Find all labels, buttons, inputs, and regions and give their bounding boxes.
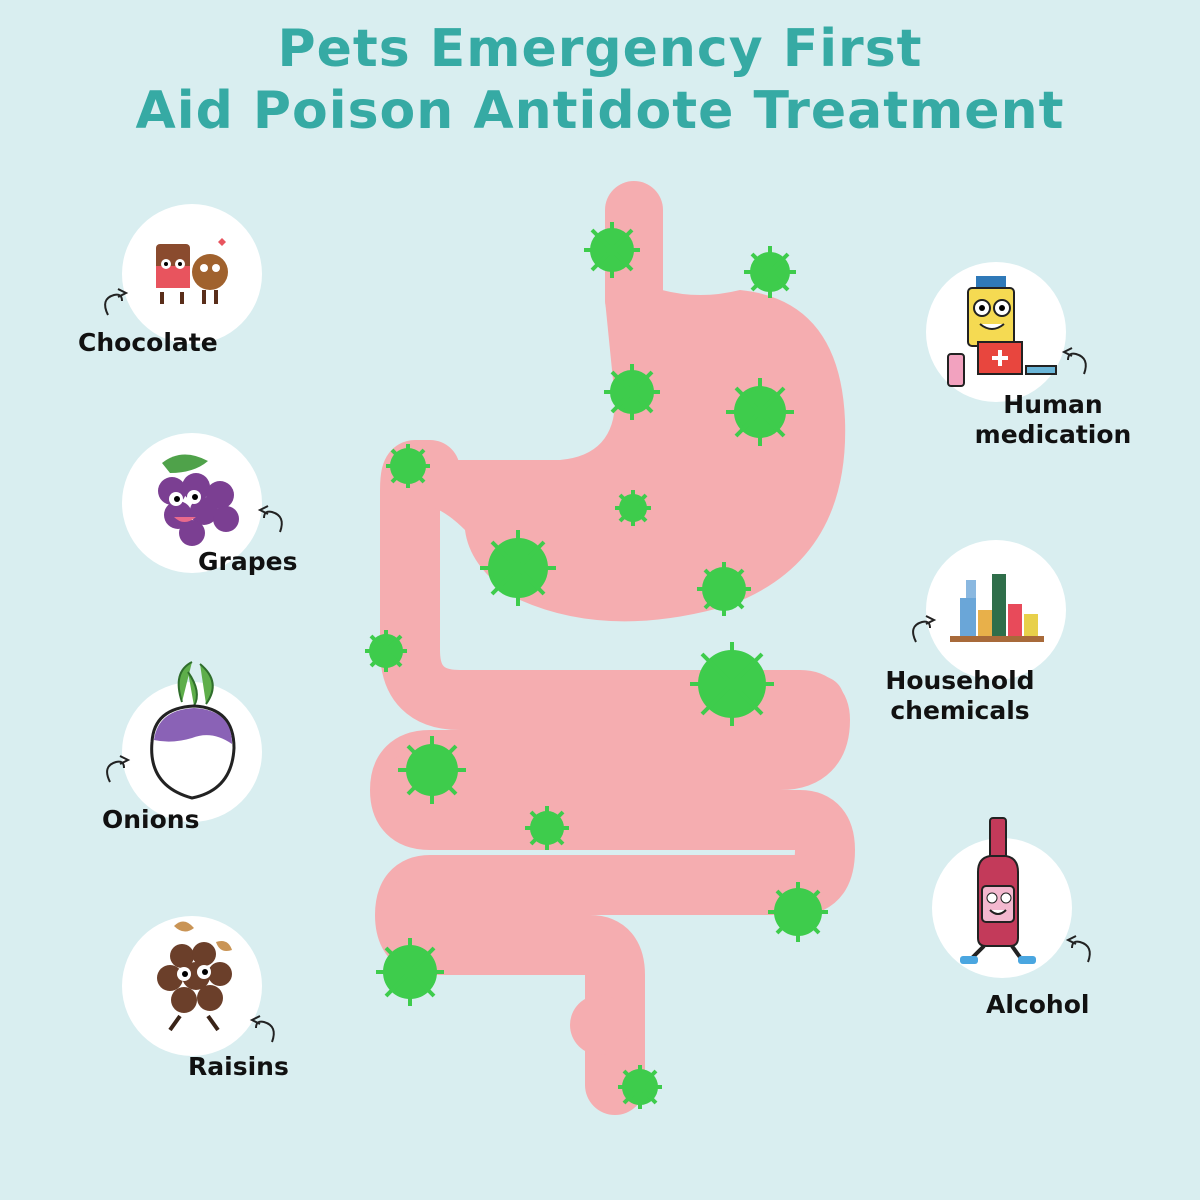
- germ-icon: [726, 378, 794, 446]
- germ-icon: [365, 630, 407, 672]
- germ-icon: [376, 938, 444, 1006]
- label-chocolate: Chocolate: [78, 328, 218, 357]
- chocolate-couple-icon: [156, 238, 228, 304]
- label-household-chemicals-line-1: Household: [885, 666, 1035, 695]
- onion-circle: [122, 661, 262, 822]
- label-human-medication-line-1: Human: [1003, 390, 1103, 419]
- curved-arrow-icon: [257, 505, 283, 533]
- grapes-icon: [158, 454, 239, 546]
- label-raisins: Raisins: [188, 1052, 289, 1081]
- label-human-medication: Human medication: [970, 390, 1136, 450]
- title-line-1: Pets Emergency First: [277, 19, 923, 79]
- onion-icon: [150, 661, 236, 800]
- grapes-circle: [122, 433, 262, 573]
- germ-icon: [618, 1065, 662, 1109]
- title-line-2: Aid Poison Antidote Treatment: [135, 81, 1065, 141]
- curved-arrow-icon: [249, 1015, 275, 1043]
- germ-icon: [744, 246, 796, 298]
- label-household-chemicals: Household chemicals: [880, 666, 1040, 726]
- curved-arrow-icon: [104, 288, 129, 316]
- label-human-medication-line-2: medication: [974, 420, 1132, 449]
- germ-icon: [690, 642, 774, 726]
- page-title: Pets Emergency First Aid Poison Antidote…: [0, 18, 1200, 142]
- germ-icon: [525, 806, 569, 850]
- curved-arrow-icon: [1061, 347, 1087, 375]
- stomach-shape: [394, 210, 846, 622]
- germ-icon: [480, 530, 556, 606]
- germ-icon: [398, 736, 466, 804]
- germ-icon: [697, 562, 751, 616]
- label-household-chemicals-line-2: chemicals: [890, 696, 1030, 725]
- germ-cluster: [365, 222, 828, 1109]
- chocolate-circle: [122, 204, 262, 344]
- curved-arrow-icon: [1065, 935, 1091, 963]
- germ-icon: [615, 490, 651, 526]
- raisin-icon: [157, 921, 232, 1032]
- curved-arrow-icon: [106, 755, 131, 783]
- wine-bottle-icon: [960, 817, 1036, 964]
- medicine-character-icon: [947, 276, 1057, 387]
- germ-icon: [584, 222, 640, 278]
- household-shelf-icon: [950, 574, 1044, 642]
- curved-arrow-icon: [912, 615, 937, 643]
- label-grapes: Grapes: [198, 547, 298, 576]
- label-onions: Onions: [102, 805, 200, 834]
- label-alcohol: Alcohol: [986, 990, 1090, 1019]
- alcohol-circle: [932, 817, 1072, 978]
- germ-icon: [604, 364, 660, 420]
- germ-icon: [386, 444, 430, 488]
- raisin-circle: [122, 916, 262, 1056]
- medication-circle: [926, 262, 1066, 402]
- household-circle: [926, 540, 1066, 680]
- germ-icon: [768, 882, 828, 942]
